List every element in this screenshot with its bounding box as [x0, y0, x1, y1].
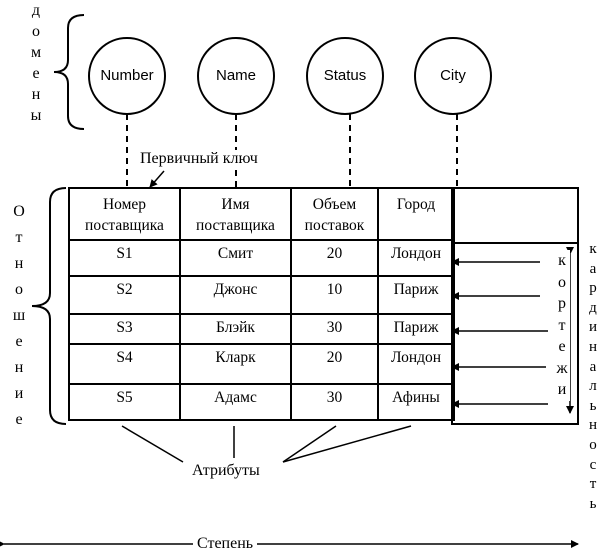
table-cell: 30 [290, 313, 379, 345]
table-row: S2 Джонс 10 Париж [68, 275, 455, 315]
relation-brace [31, 187, 67, 425]
table-cell: Лондон [377, 343, 455, 385]
table-cell: Джонс [179, 275, 292, 315]
table-cell: S5 [68, 383, 181, 421]
table-cell: Смит [179, 239, 292, 277]
table-cell: 10 [290, 275, 379, 315]
table-cell: S3 [68, 313, 181, 345]
attribute-pointer-3 [282, 425, 337, 463]
primary-key-label: Первичный ключ [140, 150, 258, 167]
domain-circle-status [306, 37, 384, 115]
table-cell: S1 [68, 239, 181, 277]
table-cell: Кларк [179, 343, 292, 385]
relation-label: О т н о ш е н и е [12, 203, 26, 428]
primary-key-arrow [149, 170, 165, 188]
domain-number-label: Number [100, 67, 154, 84]
table-cell: Париж [377, 313, 455, 345]
domain-name-label: Name [215, 67, 256, 84]
table-cell: 20 [290, 239, 379, 277]
tuples-label: к о р т е ж и [554, 250, 570, 401]
domains-brace [53, 14, 85, 130]
degree-label: Степень [193, 535, 258, 553]
table-cell: 30 [290, 383, 379, 421]
table-row: S5 Адамс 30 Афины [68, 383, 455, 421]
table-cell: 20 [290, 343, 379, 385]
domains-label: д о м е н ы [30, 2, 42, 124]
domain-circle-city [414, 37, 492, 115]
cardinality-label: к а р д и н а л ь н о с т ь [588, 241, 598, 512]
table-row: S4 Кларк 20 Лондон [68, 343, 455, 385]
domain-city-label: City [440, 67, 466, 84]
table-cell: S2 [68, 275, 181, 315]
table-cell: Блэйк [179, 313, 292, 345]
table-cell: Париж [377, 275, 455, 315]
table-cell: Адамс [179, 383, 292, 421]
table-cell: S4 [68, 343, 181, 385]
table-cell: Афины [377, 383, 455, 421]
table-row: S3 Блэйк 30 Париж [68, 313, 455, 345]
attribute-pointer-4 [282, 425, 412, 463]
attribute-pointer-1 [121, 425, 184, 463]
column-header: Город [377, 187, 455, 241]
table-cell: Лондон [377, 239, 455, 277]
domain-status-label: Status [323, 67, 367, 84]
attributes-label: Атрибуты [192, 462, 260, 479]
table-row: S1 Смит 20 Лондон [68, 239, 455, 277]
